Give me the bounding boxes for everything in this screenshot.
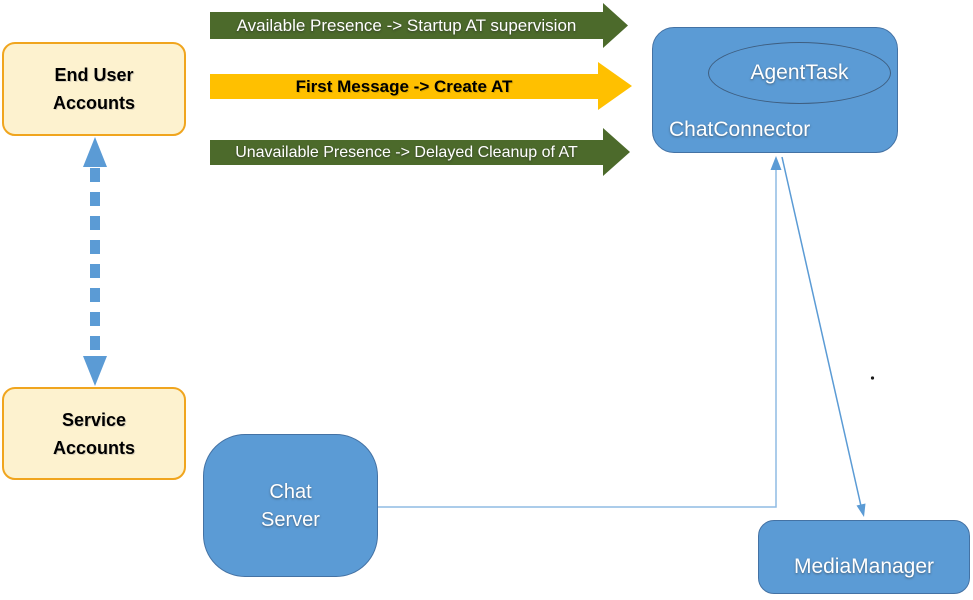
available-presence-arrow-label: Available Presence -> Startup AT supervi… xyxy=(236,15,577,35)
media-manager-label: MediaManager xyxy=(793,555,935,578)
connector-up-arrowhead xyxy=(770,156,782,170)
end-user-accounts-label-line1: End User xyxy=(54,65,134,85)
chat-connector-node: AgentTask ChatConnector xyxy=(652,27,898,153)
unavailable-presence-arrow xyxy=(210,128,630,176)
unavailable-presence-arrow-label: Unavailable Presence -> Delayed Cleanup … xyxy=(235,143,578,161)
chat-server-label-line2: Server xyxy=(261,508,320,531)
service-accounts-label-line2: Accounts xyxy=(52,437,135,458)
chat-connector-label: ChatConnector xyxy=(669,118,811,141)
connector-down-arrowhead xyxy=(856,503,866,517)
chat-server-label-line1: Chat xyxy=(269,480,312,503)
double-arrow-top-head xyxy=(83,137,107,167)
stray-dot xyxy=(870,376,875,380)
double-arrow-bottom-head xyxy=(83,356,107,386)
first-message-arrow-label: First Message -> Create AT xyxy=(295,76,513,96)
chatserver-to-chatconnector-connector xyxy=(378,156,782,508)
end-user-accounts-node: End User Accounts xyxy=(2,42,186,136)
agent-task-ellipse: AgentTask xyxy=(708,42,891,104)
agent-task-label: AgentTask xyxy=(750,61,849,84)
accounts-double-arrow xyxy=(83,137,107,386)
service-accounts-label-line1: Service xyxy=(61,409,127,430)
available-presence-arrow xyxy=(210,3,628,48)
end-user-accounts-label-line2: Accounts xyxy=(52,93,135,113)
chat-server-node: Chat Server xyxy=(203,434,378,577)
first-message-arrow xyxy=(210,62,632,110)
service-accounts-node: Service Accounts xyxy=(2,387,186,480)
media-manager-node: MediaManager xyxy=(758,520,970,594)
chatconnector-to-mediamanager-connector xyxy=(781,156,866,517)
